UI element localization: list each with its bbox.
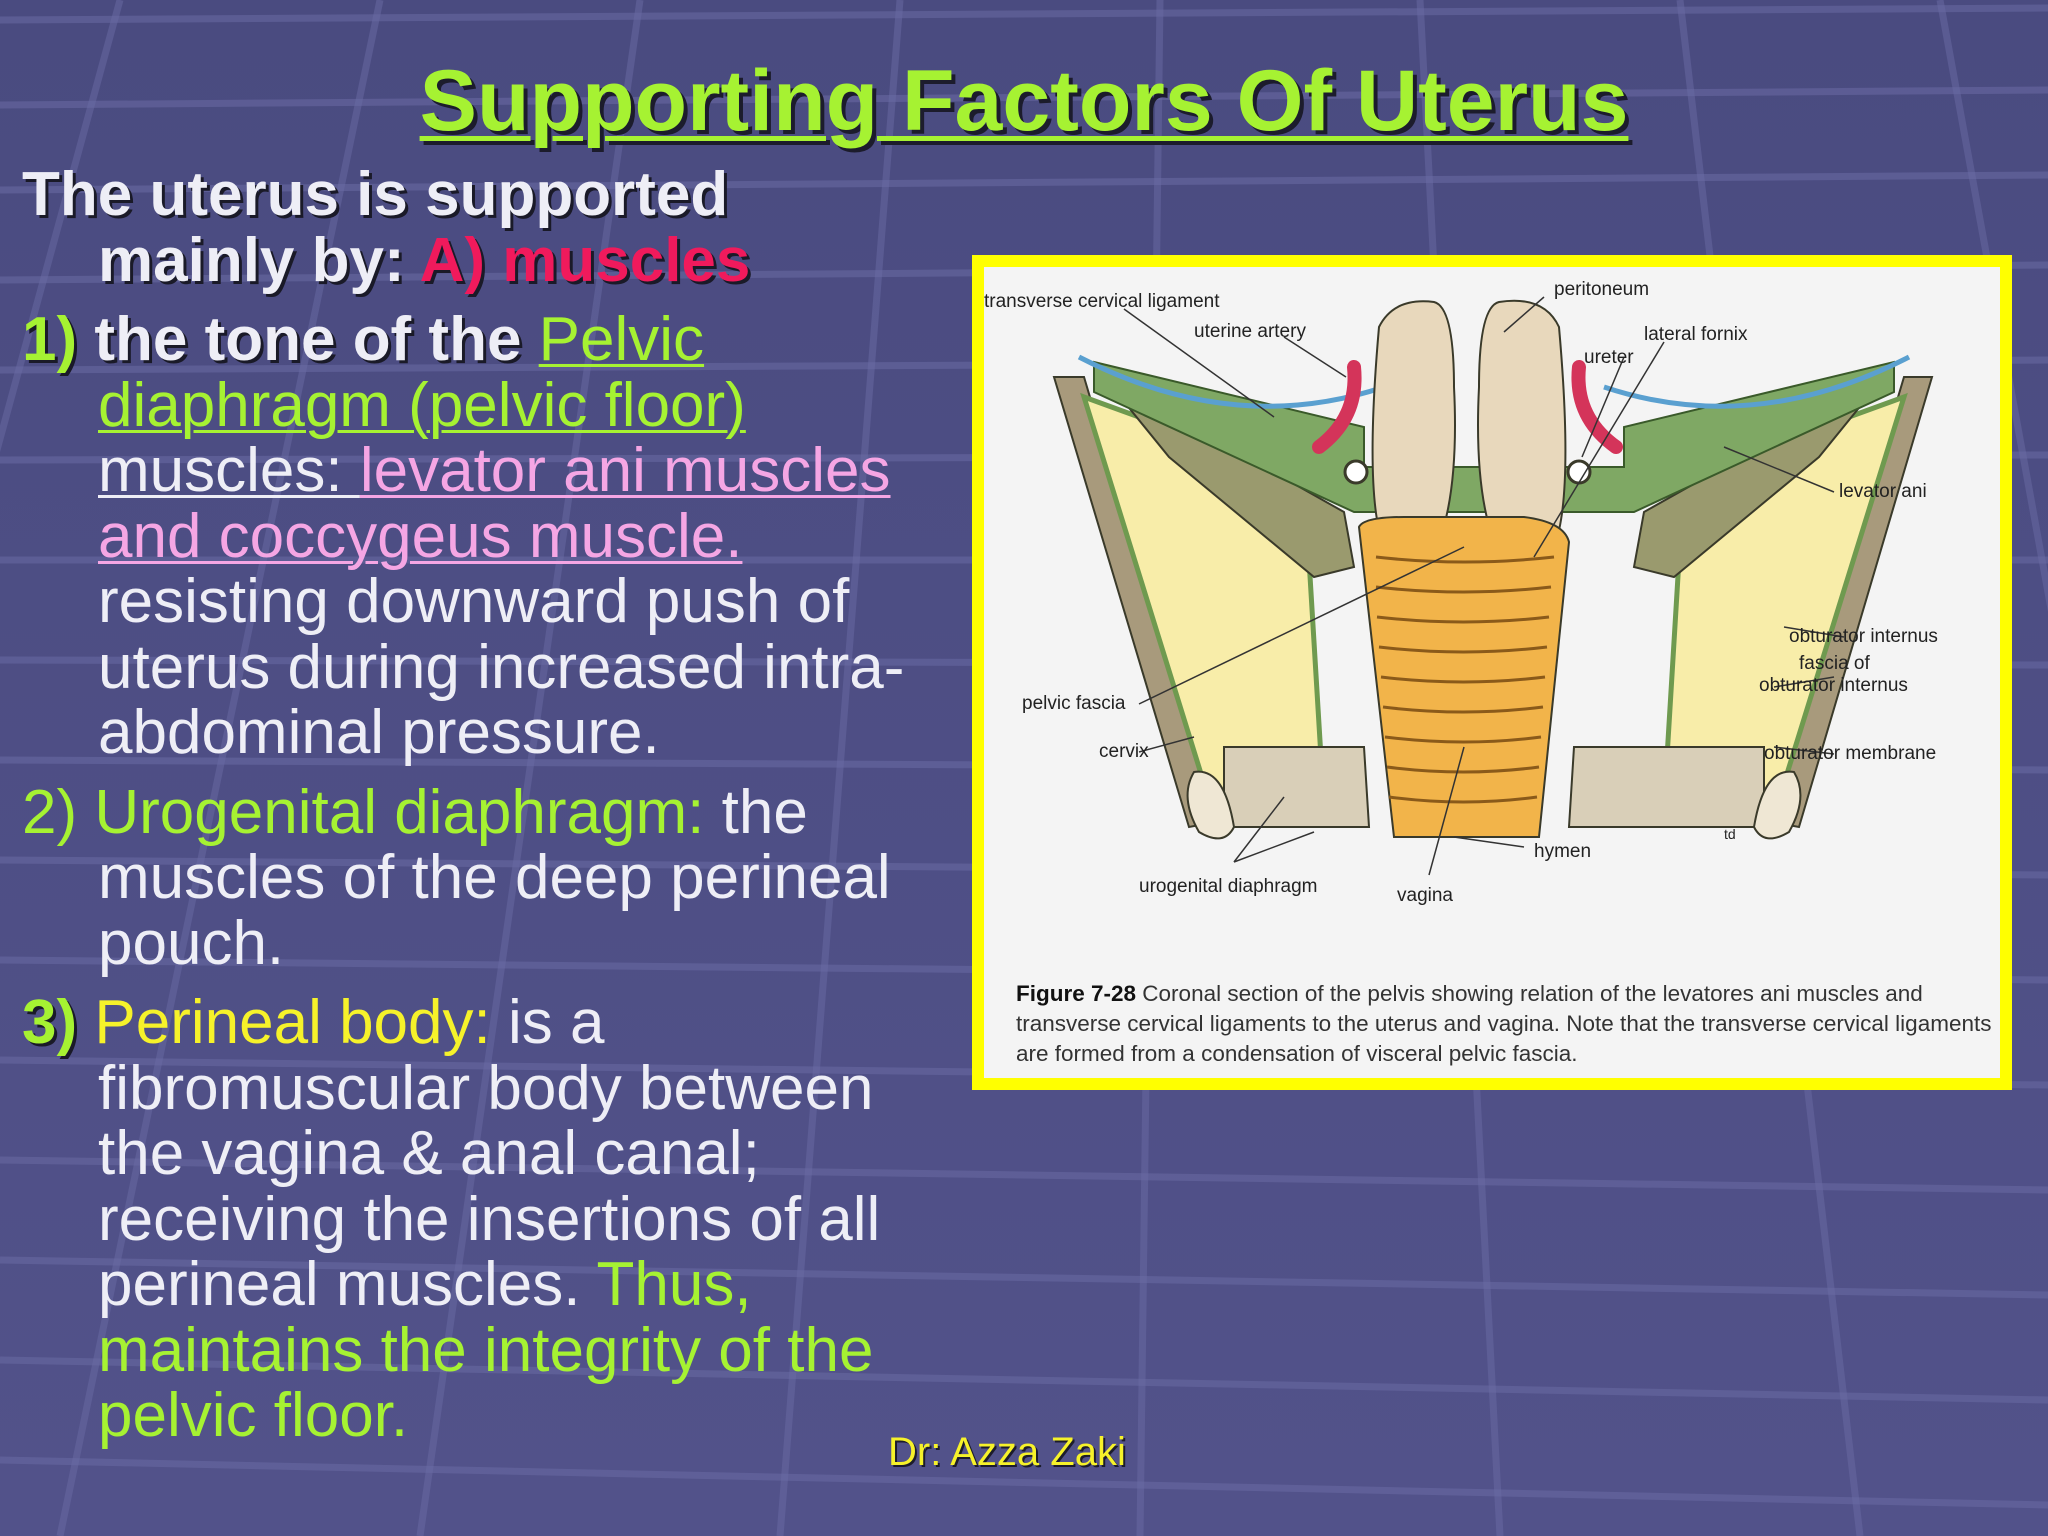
label-hymen: hymen (1534, 841, 1591, 862)
label-transverse-cervical-ligament: transverse cervical ligament (984, 291, 1220, 312)
figure-caption-text: Coronal section of the pelvis showing re… (1016, 981, 1992, 1066)
point-2-number: 2) (22, 777, 78, 847)
label-fascia-of: fascia of (1799, 653, 1870, 674)
point-1: 1) the tone of the Pelvic diaphragm (pel… (22, 307, 962, 766)
point-1-lead: the tone of the (77, 305, 539, 374)
figure-caption-label: Figure 7-28 (1016, 981, 1137, 1006)
label-peritoneum: peritoneum (1554, 279, 1649, 300)
slide-title: Supporting Factors Of Uterus (419, 53, 1629, 149)
point-2-heading: Urogenital diaphragm: (77, 777, 705, 847)
intro-line-2: mainly by: (98, 225, 420, 295)
label-vagina: vagina (1397, 885, 1453, 906)
label-obturator-internus-2: obturator internus (1759, 675, 1908, 696)
figure-signature: td (1724, 826, 1736, 842)
label-obturator-membrane: obturator membrane (1764, 743, 1936, 764)
label-obturator-internus: obturator internus (1789, 626, 1938, 647)
point-1-number: 1) (22, 305, 78, 374)
label-levator-ani: levator ani (1839, 481, 1927, 502)
slide-footer: Dr: Azza Zaki (888, 1430, 1126, 1474)
figure-frame: transverse cervical ligament uterine art… (972, 255, 2012, 1090)
label-cervix: cervix (1099, 741, 1149, 762)
point-3: 3) Perineal body: is a fibromuscular bod… (22, 990, 962, 1449)
label-ureter: ureter (1584, 347, 1634, 368)
label-uterine-artery: uterine artery (1194, 321, 1306, 342)
point-2: 2) Urogenital diaphragm: the muscles of … (22, 777, 962, 978)
label-urogenital-diaphragm: urogenital diaphragm (1139, 876, 1318, 897)
muscles-link[interactable]: muscles: (98, 436, 360, 505)
point-2-text: the muscles of the deep perineal pouch. (98, 777, 891, 978)
figure-panel: transverse cervical ligament uterine art… (984, 267, 2000, 1078)
pelvis-coronal-section-diagram: transverse cervical ligament uterine art… (984, 279, 1938, 906)
label-lateral-fornix: lateral fornix (1644, 324, 1748, 345)
point-1-text: resisting downward push of uterus during… (98, 567, 905, 767)
point-3-text: is a fibromuscular body between the vagi… (98, 988, 881, 1319)
pelvic-diaphragm-link[interactable]: Pelvic diaphragm (pelvic floor) (98, 305, 746, 440)
label-pelvic-fascia: pelvic fascia (1022, 693, 1126, 714)
slide-body: The uterus is supported mainly by: A) mu… (22, 162, 962, 1449)
intro-line-1: The uterus is supported (22, 160, 729, 229)
intro-paragraph: The uterus is supported mainly by: A) mu… (22, 162, 962, 293)
point-3-number: 3) (22, 988, 78, 1057)
levator-ani-link[interactable]: levator ani muscles and coccygeus muscle… (98, 436, 891, 571)
figure-caption: Figure 7-28 Coronal section of the pelvi… (1016, 979, 1996, 1069)
intro-highlight: A) muscles (419, 225, 751, 295)
point-3-heading: Perineal body: (77, 988, 491, 1057)
point-3-emphasis: Thus, maintains the integrity of the pel… (98, 1250, 874, 1450)
